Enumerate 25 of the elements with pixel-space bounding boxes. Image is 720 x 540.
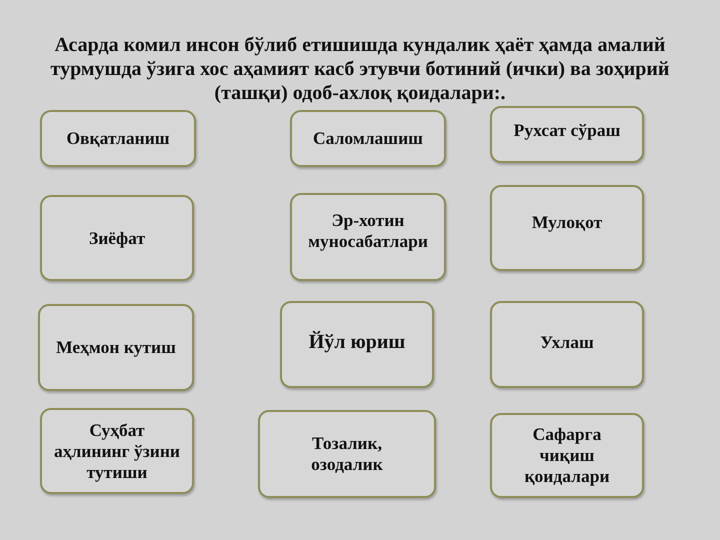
topic-label: Овқатланиш (66, 128, 170, 149)
topic-box (40, 110, 196, 167)
topic-label: Суҳбат аҳлининг ўзини тутиши (52, 420, 181, 482)
topic-box (490, 301, 644, 388)
topic-box (490, 185, 644, 271)
topic-label: Зиёфат (88, 228, 146, 248)
topic-box (38, 304, 194, 391)
topic-box (40, 408, 194, 494)
title: Асарда комил инсон бўлиб етишишда кундалик ҳаёт ҳамда амалий турмушда ўзига хос аҳамият касб этувчи ботиний (ички) ва зоҳирий (ташқи) одоб-ахлоқ қоидалари:. (50, 33, 670, 105)
topic-label: Эр-хотин муносабатлари (307, 210, 429, 252)
topic-box (280, 301, 434, 388)
topic-box (490, 413, 644, 498)
topic-box (258, 410, 436, 498)
topic-label: Меҳмон кутиш (56, 337, 176, 358)
topic-box (490, 106, 644, 163)
topic-label: Тозалик, озодалик (310, 433, 384, 475)
topic-label: Ухлаш (540, 332, 594, 353)
topic-label: Саломлашиш (313, 128, 423, 149)
topic-label: Сафарга чиқиш қоидалари (523, 424, 611, 487)
topic-box (290, 193, 446, 281)
topic-label: Мулоқот (532, 212, 602, 232)
topic-box (40, 195, 194, 281)
topic-label: Рухсат сўраш (514, 120, 620, 141)
topic-box (290, 110, 446, 167)
topic-label: Йўл юриш (308, 332, 406, 353)
